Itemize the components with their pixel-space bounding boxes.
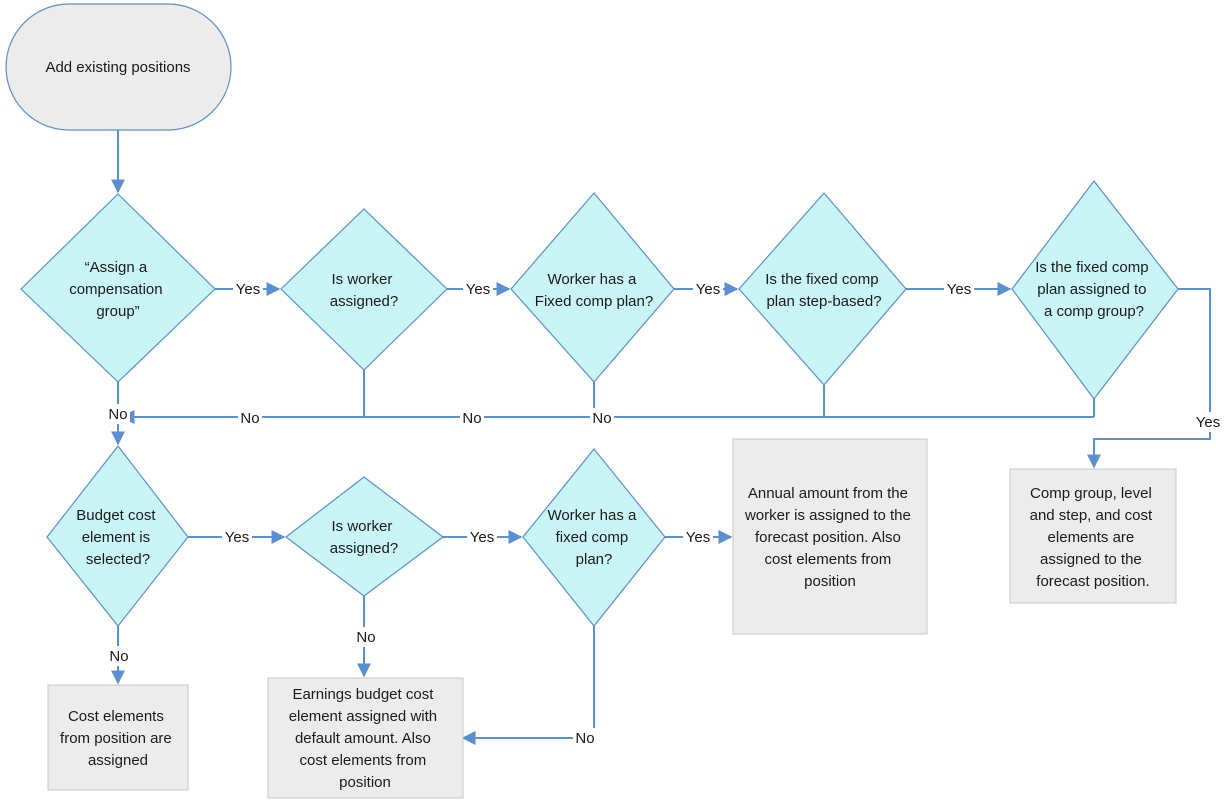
decision-worker-assigned-2-label: Is worker assigned? (330, 518, 398, 557)
label-fixed2-yes: Yes (686, 529, 710, 546)
decision-worker-assigned-1: Is worker assigned? (280, 208, 448, 371)
decision-worker-assigned-1-label: Is worker assigned? (330, 271, 398, 310)
start-node-label: Add existing positions (45, 59, 190, 76)
result-cost-elements-from-position-label: Cost elements from position are assigned (60, 708, 176, 769)
decision-worker-assigned-2: Is worker assigned? (285, 476, 444, 597)
label-budget-no: No (109, 648, 128, 665)
decision-comp-group-assigned-label: Is the fixed comp plan assigned to a com… (1035, 259, 1153, 320)
result-annual-amount: Annual amount from the worker is assigne… (732, 438, 928, 635)
decision-fixed-comp-plan-1-label: Worker has a Fixed comp plan? (535, 271, 653, 310)
result-earnings-budget: Earnings budget cost element assigned wi… (267, 677, 464, 799)
result-earnings-budget-label: Earnings budget cost element assigned wi… (289, 686, 442, 791)
connectors (111, 130, 1211, 745)
label-step-yes: Yes (947, 281, 971, 298)
decision-assign-comp-group-label: “Assign a compensation group” (69, 259, 167, 320)
result-annual-amount-label: Annual amount from the worker is assigne… (744, 485, 915, 590)
edge-fixed2-no (461, 626, 595, 745)
decision-comp-group-assigned: Is the fixed comp plan assigned to a com… (1011, 180, 1179, 400)
label-fixed2-no: No (575, 730, 594, 747)
decision-step-based: Is the fixed comp plan step-based? (738, 192, 907, 386)
start-node: Add existing positions (5, 3, 232, 131)
label-budget-yes: Yes (225, 529, 249, 546)
label-worker2-no: No (356, 629, 375, 646)
decision-budget-cost-element: Budget cost element is selected? (46, 445, 189, 627)
label-worker1-yes: Yes (466, 281, 490, 298)
label-group-yes: Yes (1196, 414, 1220, 431)
label-worker2-yes: Yes (470, 529, 494, 546)
label-assign-no: No (108, 406, 127, 423)
label-assign-yes: Yes (236, 281, 260, 298)
decision-fixed-comp-plan-2: Worker has a fixed comp plan? (522, 448, 666, 627)
decision-fixed-comp-plan-2-label: Worker has a fixed comp plan? (547, 507, 640, 568)
decision-assign-comp-group: “Assign a compensation group” (20, 193, 216, 383)
result-cost-elements-from-position: Cost elements from position are assigned (47, 684, 189, 791)
edge-group-yes (1087, 288, 1211, 469)
decision-budget-cost-element-label: Budget cost element is selected? (76, 507, 159, 568)
label-fixed1-no: No (462, 410, 481, 427)
edge-labels: Yes Yes Yes Yes Yes No No No No Yes Yes … (106, 279, 1223, 748)
decision-fixed-comp-plan-1: Worker has a Fixed comp plan? (510, 192, 675, 383)
result-comp-group-assigned: Comp group, level and step, and cost ele… (1009, 468, 1177, 604)
result-comp-group-assigned-label: Comp group, level and step, and cost ele… (1030, 485, 1157, 590)
decision-step-based-label: Is the fixed comp plan step-based? (765, 271, 883, 310)
label-worker1-no: No (240, 410, 259, 427)
label-fixed1-yes: Yes (696, 281, 720, 298)
label-no-bus: No (592, 410, 611, 427)
